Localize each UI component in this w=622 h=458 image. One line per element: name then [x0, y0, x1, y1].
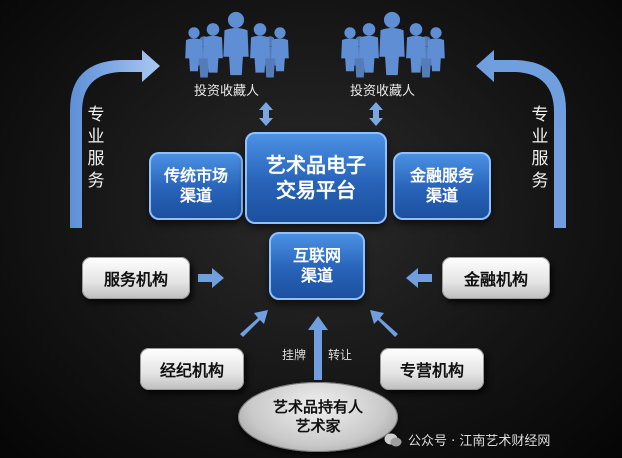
watermark-text: 公众号 · 江南艺术财经网	[408, 434, 551, 449]
art-holder-oval: 艺术品持有人艺术家	[238, 382, 398, 452]
double-arrow-right	[369, 102, 383, 126]
investors-label-right: 投资收藏人	[350, 84, 416, 99]
double-arrow-left	[259, 102, 273, 126]
investor-group-left	[185, 11, 289, 78]
arrow-specialty-to-internet	[370, 310, 398, 337]
arrow-finance-to-internet	[406, 268, 432, 288]
investor-group-right	[341, 11, 445, 78]
wechat-icon	[384, 433, 402, 446]
arrow-broker-to-internet	[240, 310, 268, 337]
side-label-right: 专业服务	[531, 105, 549, 191]
financial-service-box: 金融服务渠道	[393, 152, 491, 220]
arrow-holder-to-internet	[308, 316, 328, 380]
service-org-box: 服务机构	[82, 257, 190, 299]
listing-label: 挂牌	[282, 348, 307, 362]
specialty-org-box: 专营机构	[380, 348, 484, 390]
finance-org-box: 金融机构	[442, 257, 550, 299]
trading-platform-box: 艺术品电子交易平台	[245, 132, 387, 224]
arrow-service-to-internet	[198, 268, 224, 288]
watermark: 公众号 · 江南艺术财经网	[384, 430, 550, 449]
broker-org-box: 经纪机构	[140, 348, 244, 390]
side-label-left: 专业服务	[87, 105, 105, 191]
transfer-label: 转让	[328, 348, 353, 362]
right-curved-arrow	[476, 50, 566, 228]
left-curved-arrow	[70, 50, 160, 228]
investors-label-left: 投资收藏人	[194, 84, 260, 99]
traditional-market-box: 传统市场渠道	[149, 152, 243, 220]
internet-channel-box: 互联网渠道	[269, 232, 365, 300]
